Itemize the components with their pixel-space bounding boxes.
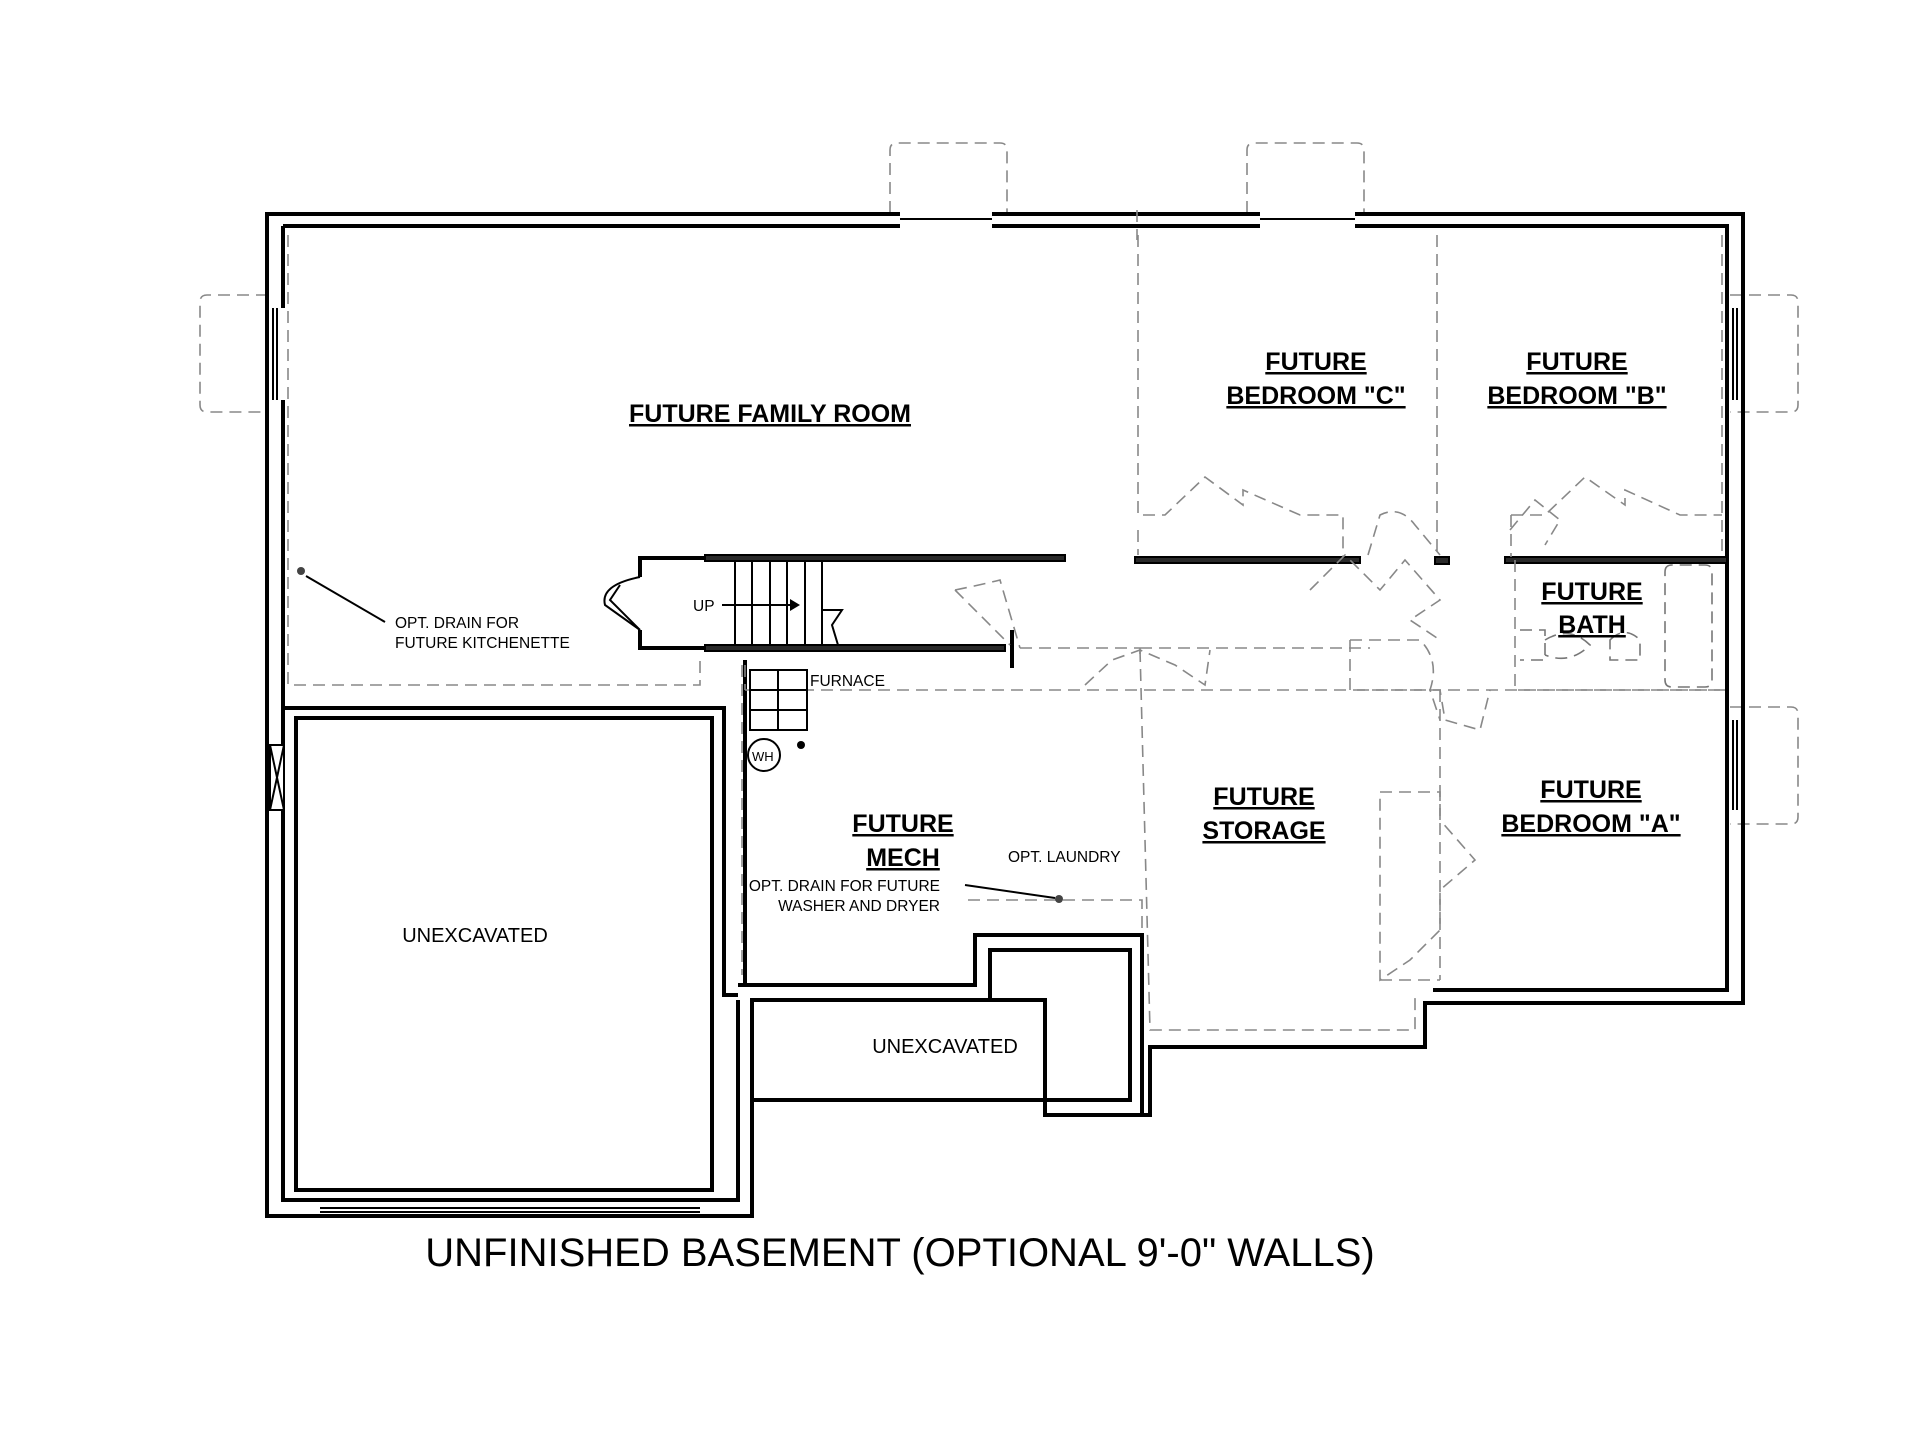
unexcavated-left-label: UNEXCAVATED [402,925,548,947]
leader-lines [297,567,1063,903]
stairs-up-label: UP [693,598,715,615]
washer-note-line2: WASHER AND DRYER [778,898,940,915]
unexcavated-left-area [269,706,738,1192]
exterior-walls [265,212,1745,1218]
plan-title: UNFINISHED BASEMENT (OPTIONAL 9'-0" WALL… [425,1231,1374,1275]
middle-walls [738,660,1144,1115]
mechanical-equipment [747,669,808,772]
storage-label-line2: STORAGE [1202,817,1325,845]
bedroom-b-label-line1: FUTURE [1526,348,1627,376]
kitchenette-note-line1: OPT. DRAIN FOR [395,615,519,632]
floor-drain-dot [797,741,805,749]
storage-label-line1: FUTURE [1213,783,1314,811]
furnace-label: FURNACE [810,673,885,690]
water-heater-label: WH [752,749,774,764]
washer-note-line1: OPT. DRAIN FOR FUTURE [749,878,940,895]
family-room-label: FUTURE FAMILY ROOM [629,400,911,428]
future-walls [287,210,1725,1031]
water-heater [747,738,781,772]
bath-fixtures [1520,564,1713,688]
bath-label-line1: FUTURE [1541,578,1642,606]
bedroom-b-label-line2: BEDROOM "B" [1487,382,1666,410]
mech-label-line2: MECH [866,844,940,872]
laundry-label: OPT. LAUNDRY [1008,849,1121,866]
bedroom-a-label-line1: FUTURE [1540,776,1641,804]
interior-walls [603,554,1728,668]
stairs [722,562,844,646]
window-wells [199,142,1799,825]
bedroom-a-label-line2: BEDROOM "A" [1501,810,1680,838]
unexcavated-middle-label: UNEXCAVATED [872,1036,1018,1058]
bedroom-c-label-line1: FUTURE [1265,348,1366,376]
bath-label-line2: BATH [1558,611,1626,639]
mech-label-line1: FUTURE [852,810,953,838]
bedroom-c-label-line2: BEDROOM "C" [1226,382,1405,410]
kitchenette-note-line2: FUTURE KITCHENETTE [395,635,570,652]
